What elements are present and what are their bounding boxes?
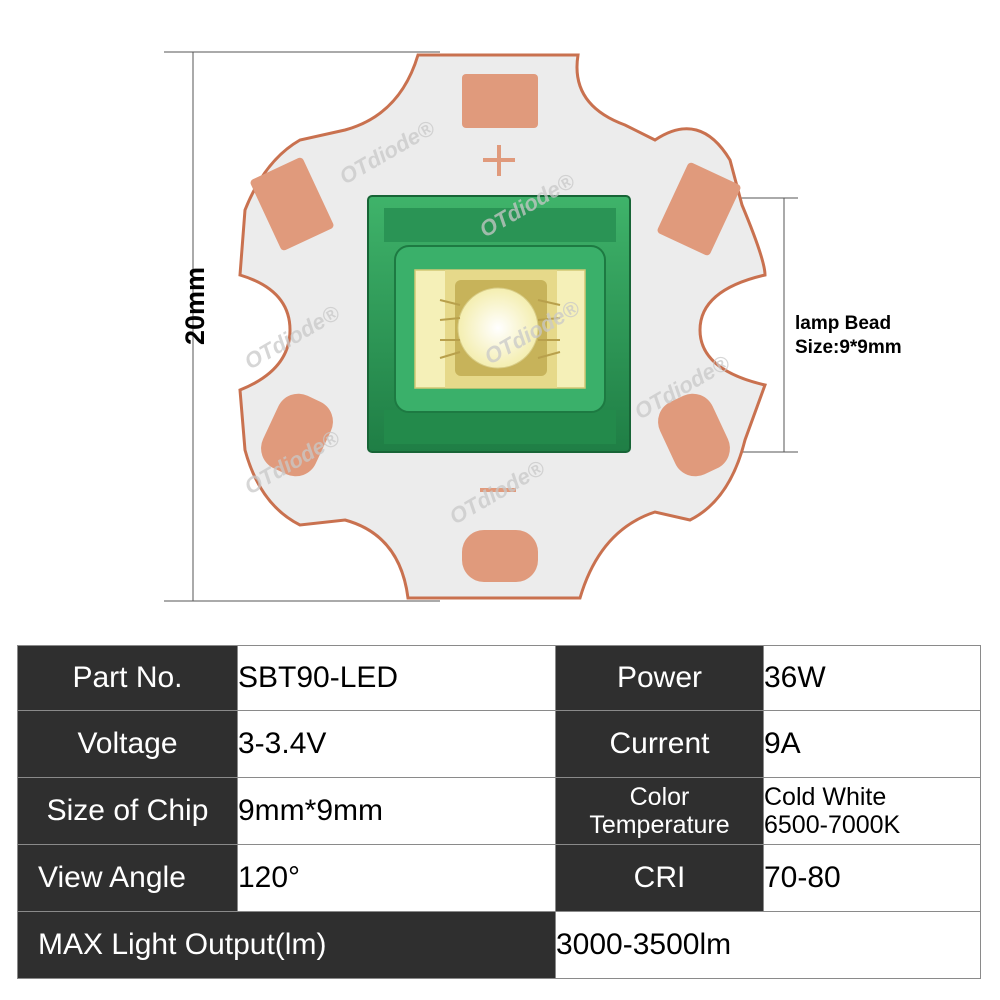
- voltage-label: Voltage: [17, 710, 238, 778]
- spec-table: Part No. SBT90-LED Power 36W Voltage 3-3…: [17, 645, 981, 979]
- voltage-value: 3-3.4V: [237, 710, 556, 778]
- spec-row: Part No. SBT90-LED Power 36W: [17, 645, 981, 711]
- led-board-drawing: OTdiode® OTdiode® OTdiode® OTdiode® OTdi…: [164, 51, 798, 602]
- pad-bottom-left: [261, 393, 333, 477]
- bond-wire-2: [439, 317, 461, 321]
- view-angle-value: 120°: [237, 844, 556, 912]
- color-temperature-label-line2: Temperature: [589, 811, 730, 839]
- color-temperature-value-line1: Cold White: [764, 783, 887, 811]
- bond-wire-6: [537, 317, 561, 321]
- color-temperature-value-line2: 6500-7000K: [764, 811, 901, 839]
- bond-wire-1: [439, 299, 461, 306]
- pad-bottom: [462, 530, 538, 582]
- part-no-label: Part No.: [17, 645, 238, 711]
- cri-value: 70-80: [763, 844, 981, 912]
- current-value: 9A: [763, 710, 981, 778]
- chip-size-label: Size of Chip: [17, 777, 238, 845]
- lamp-bead-label: lamp Bead Size:9*9mm: [795, 312, 902, 360]
- package-bottom-ledge: [384, 410, 616, 444]
- width-dimension-label: 20mm: [180, 266, 210, 345]
- color-temperature-label-line1: Color: [629, 783, 690, 811]
- chip-size-value: 9mm*9mm: [237, 777, 556, 845]
- pad-top: [462, 74, 538, 128]
- package-top-ledge: [384, 208, 616, 242]
- part-no-value: SBT90-LED: [237, 645, 556, 711]
- spec-row: Size of Chip 9mm*9mm Color Temperature C…: [17, 777, 981, 845]
- lamp-bead-title: lamp Bead: [795, 313, 892, 334]
- cri-label: CRI: [555, 844, 764, 912]
- bond-wire-4: [439, 351, 461, 359]
- view-angle-label: View Angle: [17, 844, 238, 912]
- spec-row: View Angle 120° CRI 70-80: [17, 844, 981, 912]
- pad-top-left: [250, 157, 334, 251]
- pad-bottom-right: [658, 393, 730, 477]
- bond-wire-5: [537, 299, 561, 306]
- color-temperature-label: Color Temperature: [555, 777, 764, 845]
- emitter-dome: [457, 287, 539, 369]
- lamp-bead-size: Size:9*9mm: [795, 337, 902, 358]
- max-output-value: 3000-3500lm: [555, 911, 981, 979]
- pad-top-right: [657, 162, 741, 256]
- bond-wire-8: [537, 351, 561, 359]
- max-output-label: MAX Light Output(lm): [38, 928, 327, 961]
- current-label: Current: [555, 710, 764, 778]
- led-product-figure: OTdiode® OTdiode® OTdiode® OTdiode® OTdi…: [164, 51, 902, 602]
- max-output-label-cell: MAX Light Output(lm): [17, 911, 556, 979]
- power-value: 36W: [763, 645, 981, 711]
- power-label: Power: [555, 645, 764, 711]
- color-temperature-value: Cold White 6500-7000K: [763, 777, 981, 845]
- spec-row: Voltage 3-3.4V Current 9A: [17, 710, 981, 778]
- spec-row: MAX Light Output(lm) 3000-3500lm: [17, 911, 981, 979]
